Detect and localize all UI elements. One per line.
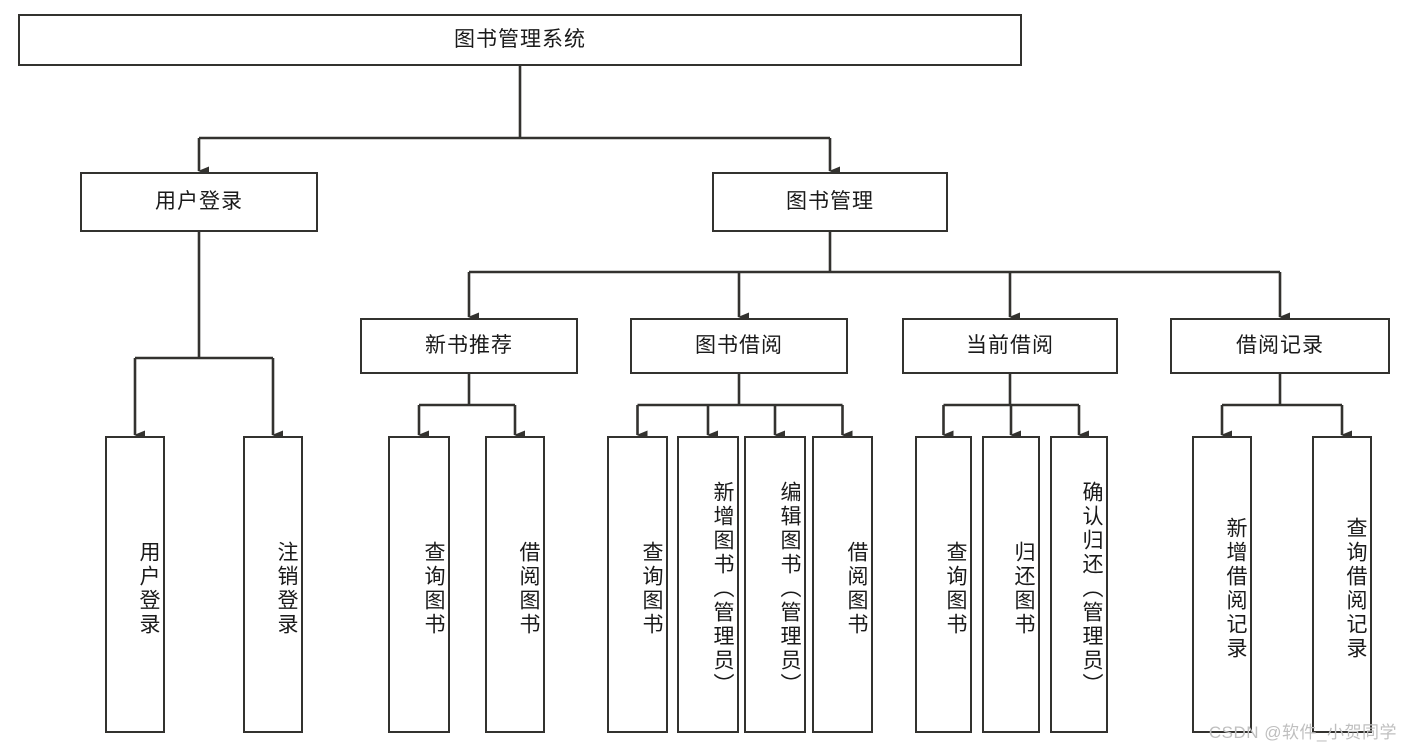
node-label: 注销登录 [275, 540, 298, 637]
node-book-borrow[interactable]: 图书借阅 [630, 318, 848, 374]
node-borrow-record[interactable]: 借阅记录 [1170, 318, 1390, 374]
node-label: 新增图书（管理员） [711, 480, 734, 697]
node-leaf-borrow-book[interactable]: 借阅图书 [812, 436, 873, 733]
conn-new-book-recommend-to-leaves [417, 374, 525, 440]
node-leaf-add-borrow-record[interactable]: 新增借阅记录 [1192, 436, 1252, 733]
conn-book-management-to-level3 [467, 232, 1290, 322]
node-leaf-return-book[interactable]: 归还图书 [982, 436, 1040, 733]
node-label: 归还图书 [1012, 540, 1035, 637]
conn-borrow-record-to-leaves [1220, 374, 1352, 440]
node-label: 查询借阅记录 [1344, 516, 1367, 661]
node-leaf-add-book-admin[interactable]: 新增图书（管理员） [677, 436, 739, 733]
node-leaf-edit-book-admin[interactable]: 编辑图书（管理员） [744, 436, 806, 733]
node-label: 查询图书 [422, 540, 445, 637]
node-root[interactable]: 图书管理系统 [18, 14, 1022, 66]
conn-current-borrow-to-leaves [942, 374, 1089, 440]
node-label: 用户登录 [137, 540, 160, 637]
node-label: 编辑图书（管理员） [778, 480, 801, 697]
node-new-book-recommend[interactable]: 新书推荐 [360, 318, 578, 374]
node-leaf-query-book-borrow[interactable]: 查询图书 [607, 436, 668, 733]
node-label: 查询图书 [640, 540, 663, 637]
node-label: 查询图书 [944, 540, 967, 637]
node-leaf-query-book-current[interactable]: 查询图书 [915, 436, 972, 733]
node-label: 借阅记录 [1236, 334, 1324, 358]
conn-user-login-to-leaves [133, 232, 283, 440]
node-label: 图书管理系统 [454, 28, 586, 52]
conn-book-borrow-to-leaves [636, 374, 853, 440]
node-leaf-query-borrow-record[interactable]: 查询借阅记录 [1312, 436, 1372, 733]
node-label: 当前借阅 [966, 334, 1054, 358]
node-user-login[interactable]: 用户登录 [80, 172, 318, 232]
conn-root-to-level2 [197, 66, 840, 176]
node-label: 借阅图书 [845, 540, 868, 637]
node-label: 图书管理 [786, 190, 874, 214]
node-leaf-query-book-recommend[interactable]: 查询图书 [388, 436, 450, 733]
node-label: 新书推荐 [425, 334, 513, 358]
node-leaf-borrow-book-recommend[interactable]: 借阅图书 [485, 436, 545, 733]
node-label: 借阅图书 [517, 540, 540, 637]
watermark-text: CSDN @软件_小贺同学 [1208, 723, 1397, 742]
node-leaf-user-login[interactable]: 用户登录 [105, 436, 165, 733]
node-leaf-logout[interactable]: 注销登录 [243, 436, 303, 733]
node-label: 图书借阅 [695, 334, 783, 358]
node-current-borrow[interactable]: 当前借阅 [902, 318, 1118, 374]
node-label: 确认归还（管理员） [1080, 480, 1103, 697]
node-book-management[interactable]: 图书管理 [712, 172, 948, 232]
node-label: 用户登录 [155, 190, 243, 214]
node-leaf-confirm-return-admin[interactable]: 确认归还（管理员） [1050, 436, 1108, 733]
node-label: 新增借阅记录 [1224, 516, 1247, 661]
